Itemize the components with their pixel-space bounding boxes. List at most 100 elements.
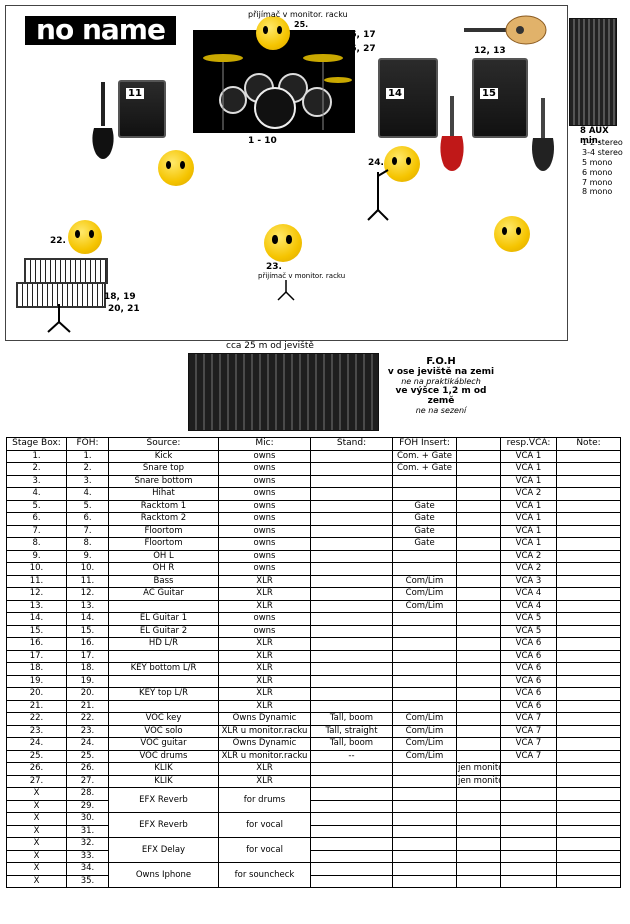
cell-note [556,637,621,651]
cell-mic: owns [218,549,311,563]
cell-foh: 2. [66,462,109,476]
cell-mic: XLR [218,762,311,776]
cell-empty [310,824,393,838]
cell-foh-insert [392,637,457,651]
cell-source: Snare top [108,462,219,476]
cell-vca: VCA 1 [500,537,557,551]
foh-title: F.O.H [426,356,456,367]
cell-vca: VCA 1 [500,524,557,538]
foh-line-1: v ose jeviště na zemi [387,367,495,377]
table-header-row: Stage Box: FOH: Source: Mic: Stand: FOH … [6,437,621,451]
cell-mic: XLR u monitor.racku [218,749,311,763]
cell-empty [456,787,501,801]
drums-vocal-number: 25. [294,20,309,29]
aux-item-1: 1-2 stereo [582,138,623,147]
cell-mic: owns [218,449,311,463]
cell-empty [392,787,457,801]
cell-source: EFX Reverb [108,787,219,813]
cell-stage-box: 11. [6,574,67,588]
cell-foh: 7. [66,524,109,538]
cell-source: AC Guitar [108,587,219,601]
cell-stage-box: 10. [6,562,67,576]
cell-empty [310,874,393,888]
cell-empty [392,799,457,813]
cell-foh: 11. [66,574,109,588]
cell-foh-insert [392,662,457,676]
cell-empty [556,812,621,826]
cell-stand: Tall, boom [310,737,393,751]
cell-foh: 6. [66,512,109,526]
header-stand: Stand: [310,437,393,451]
cell-stage-box: 26. [6,762,67,776]
cell-foh: 17. [66,649,109,663]
bass-guitar-icon [92,82,114,159]
cell-mic: owns [218,462,311,476]
cell-empty [392,862,457,876]
header-note: Note: [556,437,621,451]
cell-source: EFX Reverb [108,812,219,838]
bass-amp: 11 [118,80,166,138]
cell-stage-box: 6. [6,512,67,526]
cell-note [556,537,621,551]
cell-empty [556,824,621,838]
bass-amp-number: 11 [126,88,144,99]
cell-note [556,562,621,576]
cell-vca: VCA 4 [500,599,557,613]
cell-mic: owns [218,474,311,488]
cell-extra: jen monitor [456,774,501,788]
cell-empty [310,787,393,801]
keys-vocal-number: 22. [50,236,66,246]
cell-vca: VCA 1 [500,462,557,476]
cell-vca: VCA 2 [500,549,557,563]
cell-foh-insert: Com/Lim [392,712,457,726]
cell-note [556,612,621,626]
cell-extra [456,724,501,738]
cell-extra [456,687,501,701]
cell-source: KLIK [108,762,219,776]
cell-mic: XLR [218,637,311,651]
cell-foh: 31. [66,824,109,838]
cell-source: Hihat [108,487,219,501]
cell-vca [500,774,557,788]
aux-item-6: 8 mono [582,187,613,196]
header-source: Source: [108,437,219,451]
cell-empty [500,812,557,826]
cell-vca: VCA 2 [500,562,557,576]
cell-mic: owns [218,499,311,513]
cell-vca: VCA 1 [500,499,557,513]
cell-source: KEY top L/R [108,687,219,701]
header-foh: FOH: [66,437,109,451]
foh-info: F.O.H v ose jeviště na zemi ne na prakti… [382,356,500,415]
cell-stand [310,612,393,626]
cell-extra [456,599,501,613]
cell-note [556,724,621,738]
cell-foh-insert [392,774,457,788]
cell-foh-insert: Com/Lim [392,737,457,751]
cell-stand [310,499,393,513]
cell-note [556,499,621,513]
cell-source: Owns Iphone [108,862,219,888]
cell-stand [310,649,393,663]
cell-empty [556,787,621,801]
header-foh-insert: FOH Insert: [392,437,457,451]
foh-line-2: ne na praktikáblech [401,377,481,386]
cell-foh: 13. [66,599,109,613]
cell-foh: 14. [66,612,109,626]
cell-stage-box: 1. [6,449,67,463]
cell-foh: 35. [66,874,109,888]
cell-foh-insert [392,624,457,638]
cell-foh: 15. [66,624,109,638]
cell-source: OH R [108,562,219,576]
cell-stage-box: 7. [6,524,67,538]
